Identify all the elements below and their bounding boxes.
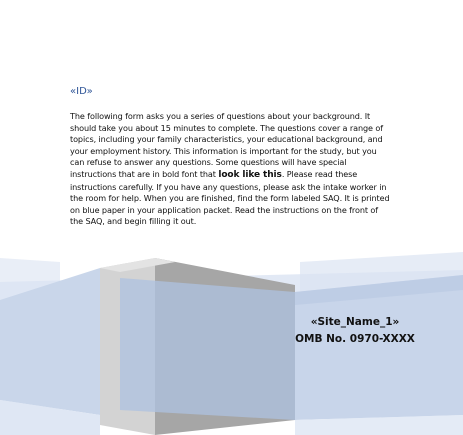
id-merge-field: «ID» (70, 86, 93, 97)
decor-blue-panel (120, 278, 295, 420)
intro-text-part1: The following form asks you a series of … (70, 111, 383, 179)
decor-band-bottom (0, 400, 100, 435)
intro-text-part2: . Please read these instructions careful… (70, 168, 390, 227)
decor-wedge-left (0, 268, 100, 415)
site-name-merge-field: «Site_Name_1» (310, 316, 400, 328)
intro-paragraph: The following form asks you a series of … (70, 111, 390, 228)
omb-number: OMB No. 0970-XXXX (295, 333, 415, 345)
decor-band-bottom-right (295, 415, 463, 435)
decor-block-blue-right-top (295, 275, 463, 305)
intro-bold-example: look like this (218, 169, 282, 180)
decor-block-blue-right (295, 275, 463, 420)
decor-block-gray-top (100, 258, 175, 272)
